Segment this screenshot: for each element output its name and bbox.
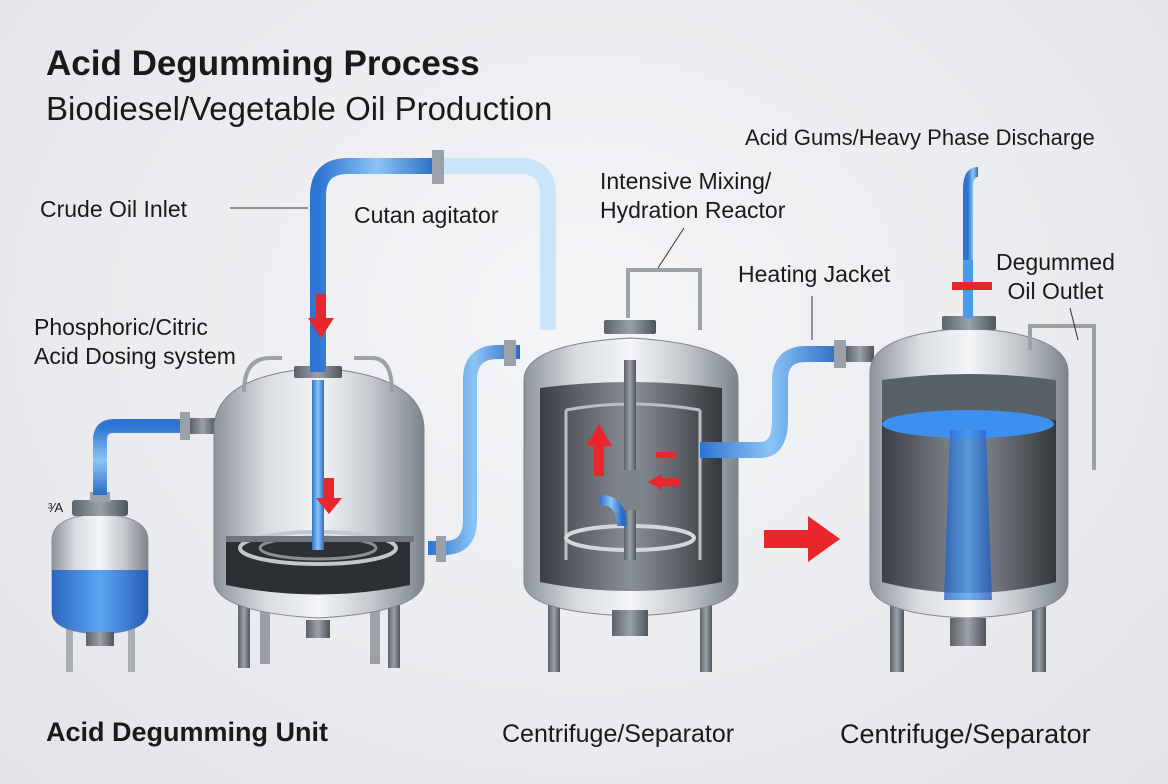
page-title: Acid Degumming Process <box>46 44 480 83</box>
discharge-pipe <box>963 167 979 318</box>
flow-arrow-down-2 <box>316 478 342 514</box>
label-acid-gums: Acid Gums/Heavy Phase Discharge <box>745 125 1095 150</box>
label-mixing-reactor: Intensive Mixing/ Hydration Reactor <box>600 168 786 223</box>
footer-unit-3: Centrifuge/Separator <box>840 719 1091 749</box>
flow-arrow-right <box>764 516 840 562</box>
flow-arrow-left <box>648 452 680 490</box>
page-subtitle: Biodiesel/Vegetable Oil Production <box>46 90 553 127</box>
transfer-pipe-2 <box>700 346 840 458</box>
dosing-pipe <box>93 419 186 495</box>
label-crude-oil-inlet: Crude Oil Inlet <box>40 196 188 222</box>
flow-arrow-up <box>586 424 612 476</box>
degumming-tank <box>213 356 425 668</box>
footer-unit-1: Acid Degumming Unit <box>46 717 328 747</box>
flow-arrow-discharge <box>952 282 992 290</box>
label-degummed-oil: Degummed Oil Outlet <box>996 249 1115 304</box>
flow-arrow-down-1 <box>308 294 334 338</box>
dosing-tank <box>51 492 149 672</box>
label-cutan-agitator: Cutan agitator <box>354 202 499 228</box>
transfer-pipe-1 <box>428 345 520 555</box>
label-heating-jacket: Heating Jacket <box>738 261 891 287</box>
label-acid-dosing: Phosphoric/Citric Acid Dosing system <box>34 314 236 369</box>
separator-tank <box>869 316 1096 672</box>
footer-unit-2: Centrifuge/Separator <box>502 720 735 748</box>
reactor-tank <box>523 268 739 672</box>
leader-reactor <box>657 227 685 269</box>
label-small-tank-tag: ³⁄A <box>48 500 64 515</box>
leader-degummed-oil <box>1069 307 1079 341</box>
crude-oil-pipe <box>310 158 436 372</box>
